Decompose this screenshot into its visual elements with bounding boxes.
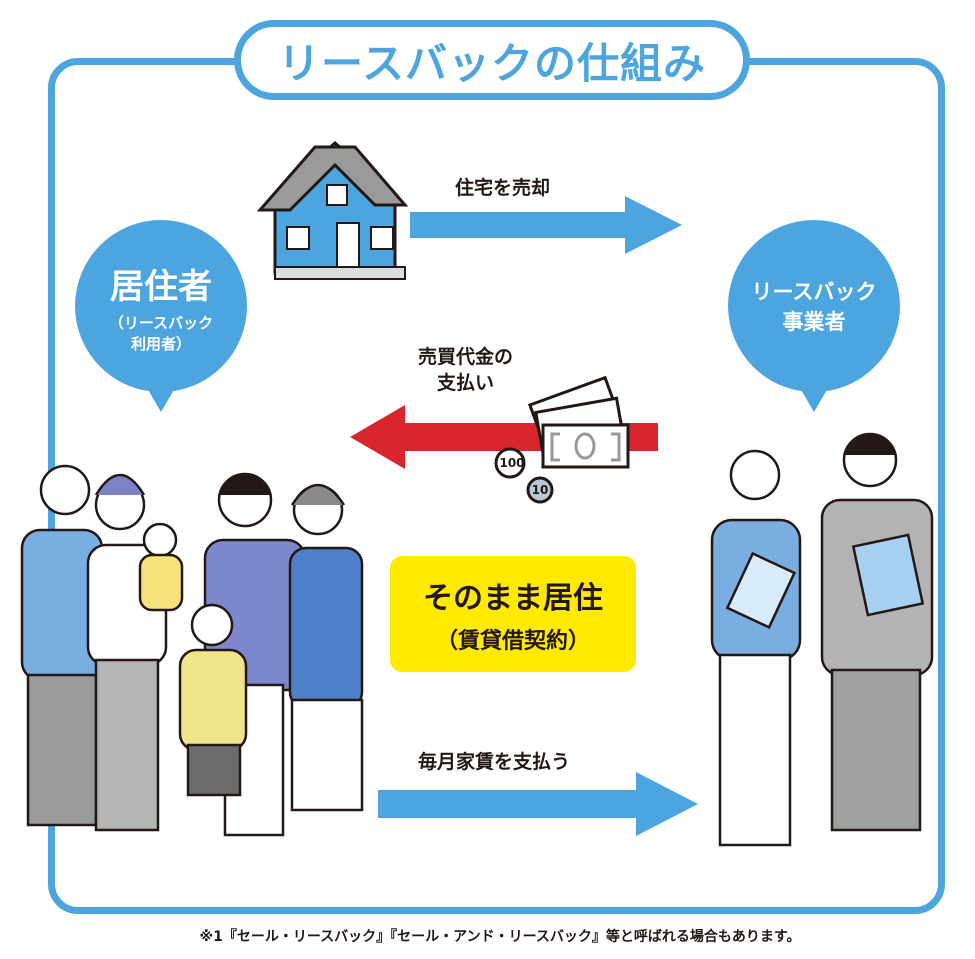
payment-line1: 売買代金の [418,346,514,368]
resident-sub1: （リースバック [108,313,214,332]
rent-arrow [378,772,698,836]
payment-line2: 支払い [437,371,495,394]
footnote: ※1『セール・リースバック』『セール・アンド・リースバック』等と呼ばれる場合もあ… [199,929,801,945]
banknotes-icon [527,375,630,469]
operator-line2: 事業者 [782,310,846,334]
business-people-illustration [710,432,934,847]
sell-arrow [410,196,682,254]
family-illustration [20,464,364,837]
resident-sub2: 利用者） [130,334,191,353]
resident-bubble: 居住者 （リースバック 利用者） [75,220,247,412]
coin-10: 10 [531,483,549,497]
monthly-rent-label: 毎月家賃を支払う [418,751,571,773]
coin-icons [494,447,554,504]
lease-contract-label: （賃貸借契約） [435,629,590,654]
operator-bubble: リースバック 事業者 [728,220,900,412]
continue-living-label: そのまま居住 [423,581,603,616]
house-icon [256,141,409,280]
sell-house-label: 住宅を売却 [455,177,551,199]
operator-line1: リースバック [751,280,877,304]
coin-100: 100 [499,456,525,470]
diagram-title: リースバックの仕組み [234,20,750,100]
resident-name: 居住者 [110,266,212,307]
payment-label: 売買代金の 支払い [418,345,513,396]
continue-living-box: そのまま居住 （賃貸借契約） [390,556,636,672]
